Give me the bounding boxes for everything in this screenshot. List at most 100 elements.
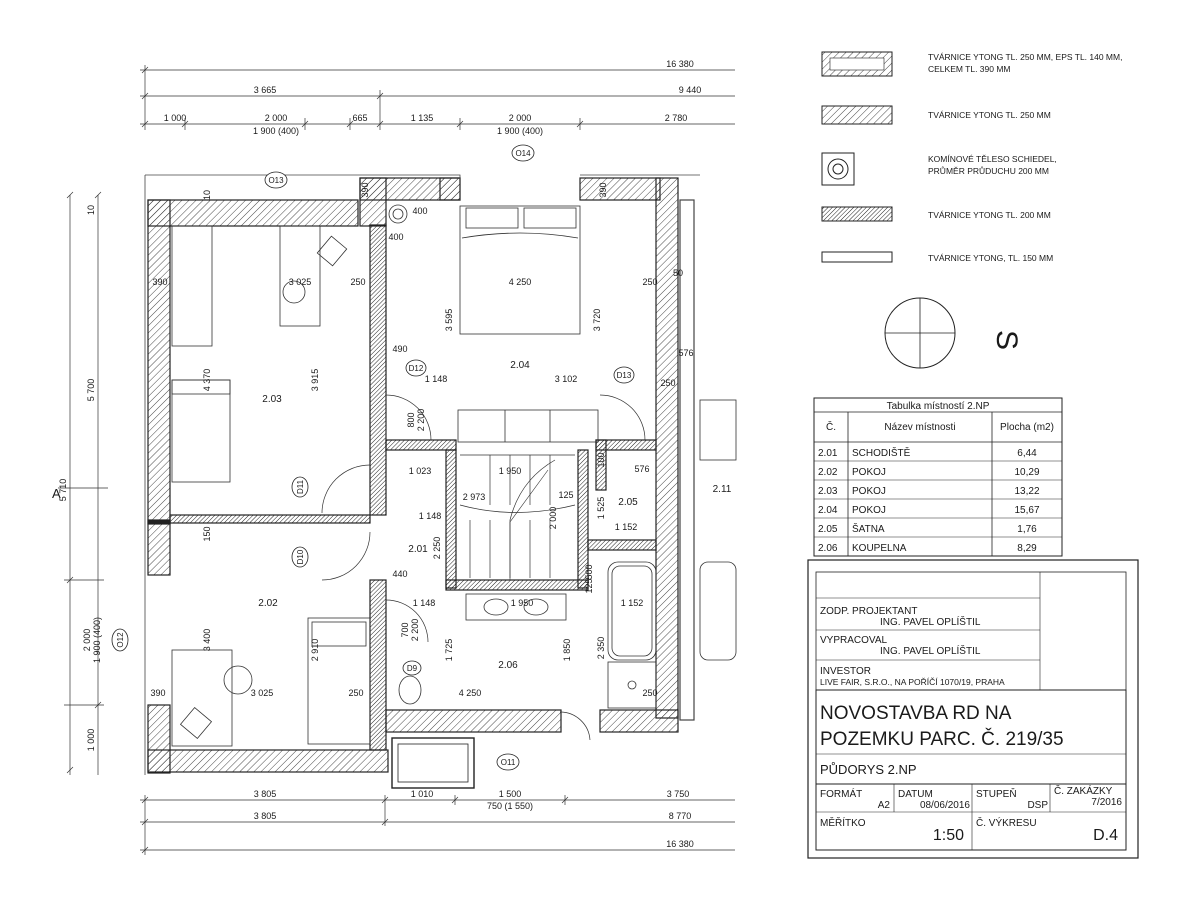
dim-top-row3-c: 665 bbox=[352, 113, 367, 123]
interior-dim-label: 1 525 bbox=[596, 497, 606, 520]
interior-dim-label: 1 950 bbox=[499, 466, 522, 476]
dim-top-row3-a: 1 000 bbox=[164, 113, 187, 123]
tb-vykres-label: Č. VÝKRESU bbox=[976, 816, 1037, 829]
interior-dim-label: 1 023 bbox=[409, 466, 432, 476]
walls bbox=[147, 177, 695, 774]
interior-dim-label: 576 bbox=[634, 464, 649, 474]
legend-swatch-150 bbox=[821, 251, 893, 263]
interior-dim-label: 2 200 bbox=[410, 619, 420, 642]
room-table-cell-area: 10,29 bbox=[1014, 467, 1039, 478]
north-symbol: S bbox=[884, 297, 1023, 369]
room-table-cell-number: 2.02 bbox=[818, 467, 838, 478]
room-table-header-name: Název místnosti bbox=[884, 422, 955, 433]
dim-top-row2-a: 3 665 bbox=[254, 85, 277, 95]
room-2-06: 2.06 bbox=[498, 660, 518, 671]
room-table-cell-area: 1,76 bbox=[1017, 524, 1037, 535]
dim-bottom-b: 1 010 bbox=[411, 789, 434, 799]
balcony bbox=[391, 737, 475, 789]
interior-dim-label: 100 bbox=[596, 452, 606, 467]
interior-dim-label: 3 400 bbox=[202, 629, 212, 652]
legend-swatch-200 bbox=[821, 206, 893, 222]
tag-d12-circle bbox=[405, 359, 427, 377]
dimension-labels-bottom: 3 805 1 010 1 500 750 (1 550) 3 750 3 80… bbox=[254, 789, 694, 849]
legend-1-line2: CELKEM TL. 390 MM bbox=[928, 64, 1011, 74]
tb-vykres-value: D.4 bbox=[1093, 827, 1118, 844]
tb-zodp-label: ZODP. PROJEKTANT bbox=[820, 606, 917, 617]
room-table-cell-name: SCHODIŠTĚ bbox=[852, 446, 911, 459]
tb-drawing-title: PŮDORYS 2.NP bbox=[820, 762, 917, 777]
dimension-lines-left bbox=[58, 191, 108, 775]
dim-bottom-row2-b: 8 770 bbox=[669, 811, 692, 821]
room-table-cell-area: 8,29 bbox=[1017, 543, 1037, 554]
room-2-01: 2.01 bbox=[408, 544, 428, 555]
interior-dim-label: 1 152 bbox=[621, 598, 644, 608]
interior-dim-label: 390 bbox=[152, 277, 167, 287]
dim-bottom-c-sub: 750 (1 550) bbox=[487, 801, 533, 811]
interior-dim-label: 10 bbox=[202, 190, 212, 200]
double-bed bbox=[459, 205, 581, 335]
interior-dim-label: 400 bbox=[412, 206, 427, 216]
interior-dim-label: 390 bbox=[598, 182, 608, 197]
legend-5: TVÁRNICE YTONG, TL. 150 MM bbox=[928, 253, 1053, 263]
room-table-cell-number: 2.04 bbox=[818, 505, 838, 516]
tb-zodp-value: ING. PAVEL OPLÍŠTIL bbox=[880, 615, 981, 628]
tag-d9-circle bbox=[402, 660, 422, 676]
dim-top-row3-f: 2 780 bbox=[665, 113, 688, 123]
tag-o13: O13 bbox=[268, 176, 284, 185]
tb-investor-value: LIVE FAIR, S.R.O., NA POŘÍČÍ 1070/19, PR… bbox=[820, 677, 1005, 687]
interior-dim-label: 150 bbox=[202, 526, 212, 541]
interior-dim-label: 2 200 bbox=[416, 409, 426, 432]
interior-dim-label: 3 025 bbox=[251, 688, 274, 698]
legend-swatch-chimney bbox=[821, 152, 855, 186]
interior-dim-label: 390 bbox=[360, 182, 370, 197]
interior-dim-label: 3 102 bbox=[555, 374, 578, 384]
interior-dim-label: 250 bbox=[642, 277, 657, 287]
tb-datum-value: 08/06/2016 bbox=[920, 800, 970, 811]
tb-stupen-value: DSP bbox=[1027, 800, 1048, 811]
legend: TVÁRNICE YTONG TL. 250 MM, EPS TL. 140 M… bbox=[821, 51, 1122, 263]
bathtub bbox=[607, 561, 657, 661]
interior-dim-label: 4 250 bbox=[459, 688, 482, 698]
door-swings bbox=[321, 394, 646, 741]
room-table-cell-name: POKOJ bbox=[852, 486, 886, 497]
dim-left-2000: 2 000 bbox=[82, 629, 92, 652]
sofa-bed bbox=[171, 379, 231, 483]
room-table-cell-area: 13,22 bbox=[1014, 486, 1039, 497]
tag-o14-circle bbox=[511, 144, 535, 162]
room-table-header-area: Plocha (m2) bbox=[1000, 422, 1054, 433]
room-labels: 2.04 2.03 2.05 2.01 2.02 2.06 2.11 bbox=[258, 360, 732, 671]
dim-left-5700: 5 700 bbox=[86, 379, 96, 402]
desk bbox=[279, 225, 321, 327]
interior-dim-label: 1 148 bbox=[419, 511, 442, 521]
dim-left-total: 5 710 bbox=[58, 479, 68, 502]
room-table-cell-number: 2.01 bbox=[818, 448, 838, 459]
room-table-cell-name: POKOJ bbox=[852, 505, 886, 516]
tb-stupen-label: STUPEŇ bbox=[976, 787, 1017, 800]
tb-format-label: FORMÁT bbox=[820, 787, 862, 800]
room-table-cell-name: KOUPELNA bbox=[852, 543, 907, 554]
wardrobe bbox=[457, 409, 599, 443]
room-table-title: Tabulka místností 2.NP bbox=[887, 401, 990, 412]
staircase bbox=[459, 454, 576, 580]
room-table: Tabulka místností 2.NP Č. Název místnost… bbox=[813, 397, 1063, 557]
chair-icon-2 bbox=[223, 665, 253, 695]
toilet bbox=[398, 675, 422, 705]
dim-top-row2-b: 9 440 bbox=[679, 85, 702, 95]
opening-tag-labels: O13 O14 O11 O12 D12 D13 D11 D10 D9 bbox=[116, 149, 632, 767]
dim-bottom-total: 16 380 bbox=[666, 839, 694, 849]
room-table-header-no: Č. bbox=[826, 420, 836, 433]
interior-dim-label: 125 bbox=[584, 578, 594, 593]
dimension-labels-left: 5 710 5 700 2 000 1 900 (400) 1 000 10 A bbox=[52, 205, 102, 751]
tag-d12: D12 bbox=[409, 364, 424, 373]
interior-dim-label: 1 148 bbox=[425, 374, 448, 384]
legend-3-line2: PRŮMĚR PRŮDUCHU 200 MM bbox=[928, 165, 1049, 176]
section-mark-a: A bbox=[52, 486, 61, 501]
dim-bottom-row2-a: 3 805 bbox=[254, 811, 277, 821]
interior-dim-label: 3 915 bbox=[310, 369, 320, 392]
legend-2: TVÁRNICE YTONG TL. 250 MM bbox=[928, 110, 1051, 120]
tag-o11-circle bbox=[496, 753, 520, 771]
dim-left-1900: 1 900 (400) bbox=[92, 617, 102, 663]
furniture bbox=[171, 204, 737, 747]
tb-format-value: A2 bbox=[878, 800, 891, 811]
